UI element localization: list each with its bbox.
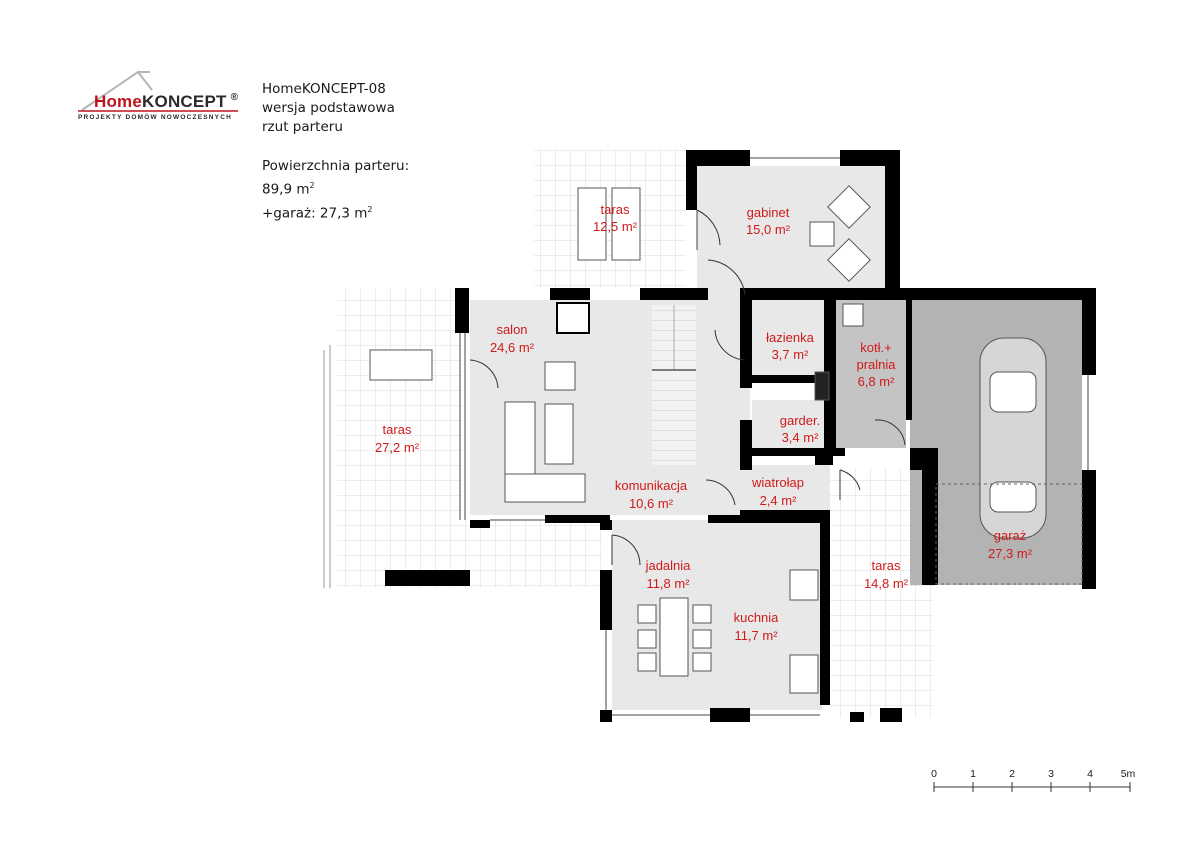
label-jadalnia: jadalnia: [645, 558, 692, 573]
label-salon: salon: [496, 322, 527, 337]
scale-bar: 0 1 2 3 4 5m: [931, 768, 1136, 792]
car-icon: [979, 337, 1047, 539]
svg-text:24,6 m²: 24,6 m²: [490, 340, 535, 355]
house-roof-icon: [78, 70, 238, 112]
project-info: HomeKONCEPT-08 wersja podstawowa rzut pa…: [262, 80, 409, 223]
label-garderoba: garder.: [780, 413, 820, 428]
scale-tick: 3: [1048, 768, 1054, 780]
svg-text:27,3 m²: 27,3 m²: [988, 546, 1033, 561]
label-kuchnia: kuchnia: [734, 610, 780, 625]
room-wiatrolap: [740, 465, 830, 515]
svg-text:27,2 m²: 27,2 m²: [375, 440, 420, 455]
room-lazienka: [752, 300, 824, 380]
logo-tagline: PROJEKTY DOMÓW NOWOCZESNYCH: [78, 114, 232, 121]
svg-text:11,7 m²: 11,7 m²: [734, 628, 778, 643]
logo-brand: HomeKONCEPT®: [94, 92, 239, 111]
svg-text:2,4 m²: 2,4 m²: [760, 493, 798, 508]
svg-text:11,8 m²: 11,8 m²: [646, 576, 690, 591]
scale-tick: 0: [931, 768, 937, 780]
scale-tick: 5m: [1121, 768, 1136, 780]
svg-text:6,8 m²: 6,8 m²: [858, 374, 896, 389]
label-lazienka: łazienka: [766, 330, 814, 345]
svg-text:12,5 m²: 12,5 m²: [593, 219, 638, 234]
scale-tick: 2: [1009, 768, 1015, 780]
area-label: Powierzchnia parteru:: [262, 158, 410, 174]
label-komunikacja: komunikacja: [615, 478, 688, 493]
room-labels: taras 12,5 m² gabinet 15,0 m² salon 24,6…: [375, 202, 1033, 643]
project-view: rzut parteru: [262, 119, 343, 135]
scale-tick: 1: [970, 768, 976, 780]
terrace-left-lower: [462, 520, 602, 588]
label-taras-3: taras: [872, 558, 901, 573]
label-gabinet: gabinet: [747, 205, 790, 220]
room-garderoba: [752, 400, 832, 448]
label-wiatrolap: wiatrołap: [751, 475, 804, 490]
walls: [385, 150, 1096, 722]
label-taras-1: taras: [601, 202, 630, 217]
label-kotlownia: kotł.+: [860, 340, 891, 355]
svg-text:pralnia: pralnia: [856, 357, 896, 372]
svg-text:14,8 m²: 14,8 m²: [864, 576, 909, 591]
terrace-top: [534, 150, 686, 288]
project-version: wersja podstawowa: [262, 100, 395, 116]
label-taras-2: taras: [383, 422, 412, 437]
svg-text:10,6 m²: 10,6 m²: [629, 496, 674, 511]
label-garaz: garaż: [994, 528, 1027, 543]
svg-text:3,4 m²: 3,4 m²: [782, 430, 820, 445]
area-value: 89,9 m2: [262, 181, 315, 198]
svg-text:15,0 m²: 15,0 m²: [746, 222, 791, 237]
svg-text:3,7 m²: 3,7 m²: [772, 347, 810, 362]
logo: HomeKONCEPT® PROJEKTY DOMÓW NOWOCZESNYCH: [78, 70, 248, 130]
project-name: HomeKONCEPT-08: [262, 81, 386, 97]
terrace-left: [337, 288, 462, 588]
garage-area: +garaż: 27,3 m2: [262, 204, 373, 222]
scale-tick: 4: [1087, 768, 1093, 780]
